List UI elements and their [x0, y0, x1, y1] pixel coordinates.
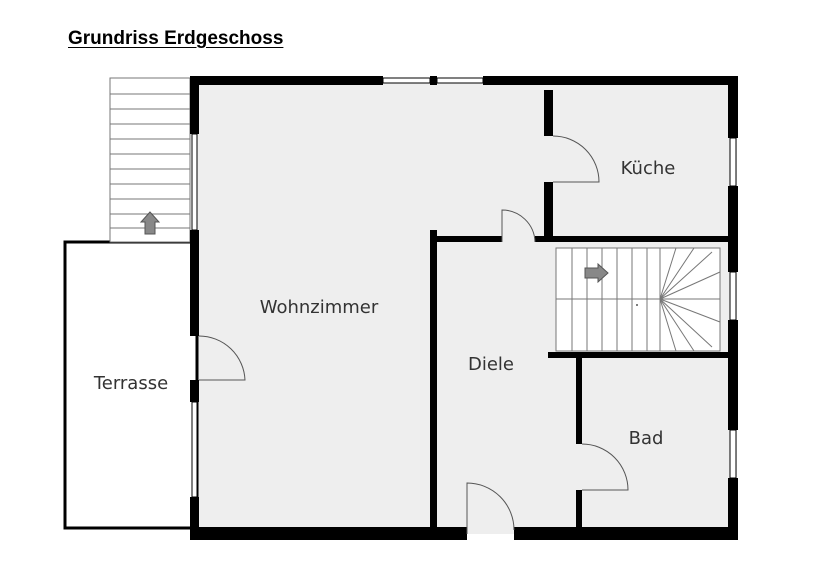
stair-center-dot [636, 304, 638, 306]
windows [191, 77, 737, 498]
room-label-bad: Bad [629, 428, 664, 449]
door-entrance [466, 482, 515, 534]
door-bad [581, 443, 629, 491]
door-diele-north [501, 209, 536, 243]
plan-title: Grundriss Erdgeschoss [68, 28, 284, 49]
walls [190, 76, 738, 540]
interior-stairs [555, 247, 721, 352]
door-kueche [552, 135, 600, 183]
door-terrasse [198, 335, 246, 381]
room-label-terrasse: Terrasse [93, 373, 168, 394]
room-label-kueche: Küche [621, 158, 676, 179]
terrace-area [63, 240, 199, 530]
right-arrow-icon [584, 262, 609, 284]
room-label-wohnzimmer: Wohnzimmer [260, 297, 379, 318]
up-arrow-icon [139, 211, 161, 235]
door-swings [198, 135, 629, 534]
room-label-diele: Diele [468, 354, 514, 375]
